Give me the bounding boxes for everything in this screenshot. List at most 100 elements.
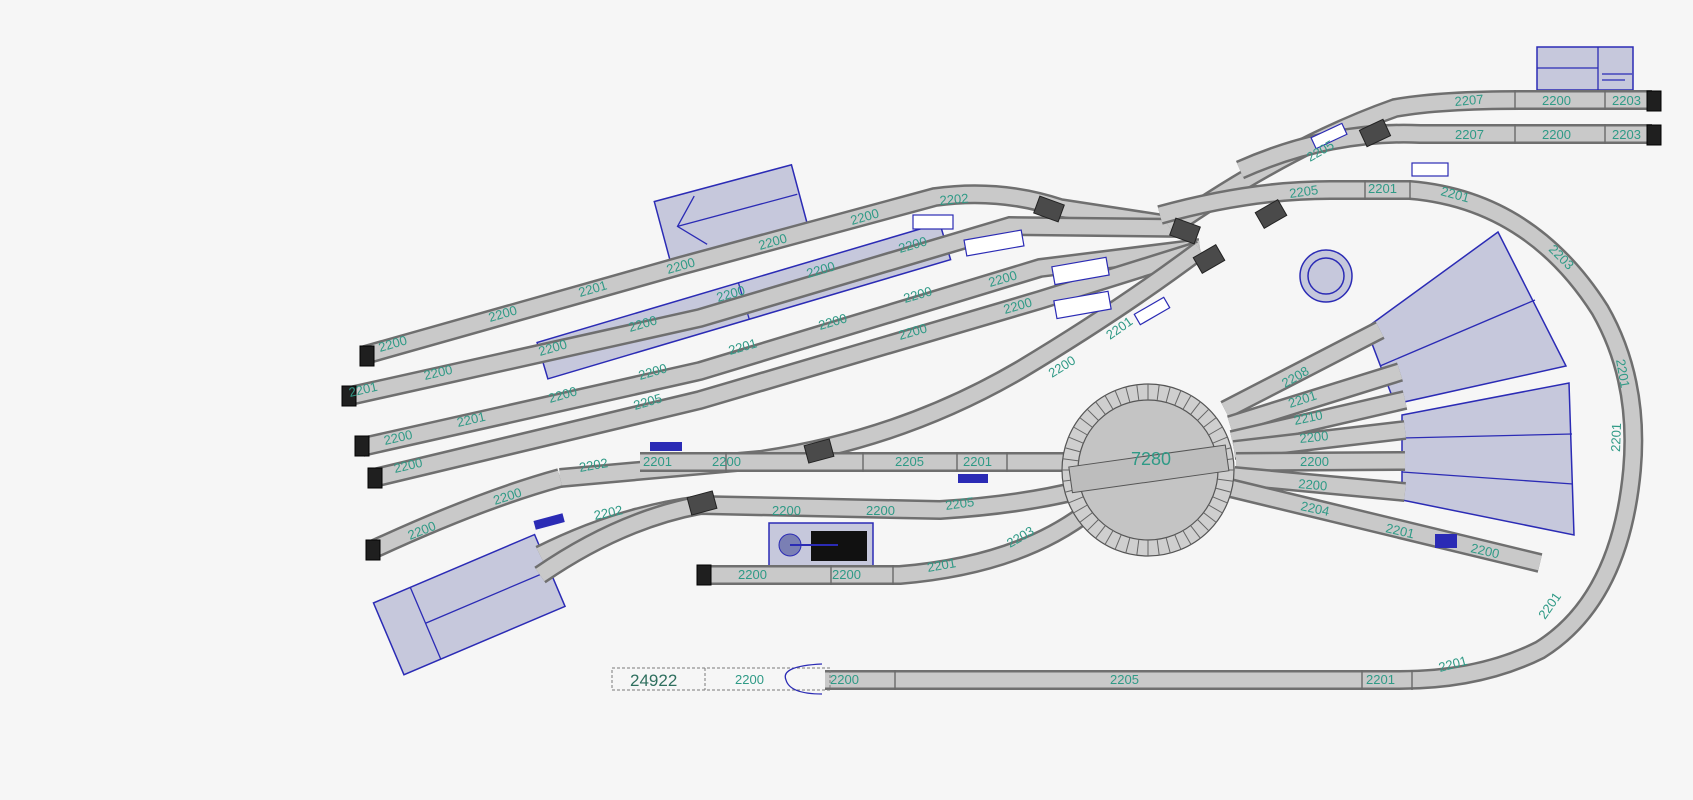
buffer-stop-icon <box>696 564 712 586</box>
buffer-stop-icon <box>1646 90 1662 112</box>
label: 2207 <box>1455 127 1484 142</box>
turntable-tick <box>1114 390 1122 406</box>
label: 2207 <box>1454 92 1484 109</box>
label: 2201 <box>347 379 379 400</box>
turntable-tick <box>1104 530 1114 545</box>
label: 2204 <box>1299 498 1330 519</box>
turnout-motor-icon <box>1254 199 1288 229</box>
turnout-motor-icon <box>803 438 835 464</box>
turntable-tick <box>1182 395 1192 410</box>
label: 2200 <box>1299 428 1329 446</box>
buffer-stop-icon <box>354 435 370 457</box>
turntable-tick <box>1215 487 1232 493</box>
label: 2200 <box>866 503 895 518</box>
turntable-tick <box>1197 519 1210 532</box>
ghost-label: 24922 <box>630 671 677 690</box>
water-tower-icon <box>1299 249 1353 303</box>
buffer-stop-icon <box>1646 124 1662 146</box>
turntable-tick <box>1086 408 1099 421</box>
turntable-tick <box>1079 512 1093 523</box>
label: 2200 <box>1298 476 1328 493</box>
turnout-motor-icon <box>686 490 718 516</box>
label: 2205 <box>895 454 924 469</box>
label: 2201 <box>455 409 487 430</box>
turntable-tick <box>1182 530 1192 545</box>
label: 2201 <box>1535 589 1564 621</box>
label: 2205 <box>1288 182 1319 201</box>
signal-icon <box>1435 534 1457 548</box>
track-upper-right-1[interactable] <box>1164 90 1652 237</box>
turntable-tick <box>1203 512 1217 523</box>
signal-icon <box>1051 256 1110 286</box>
label: 2203 <box>1612 93 1641 108</box>
turntable-tick <box>1073 504 1088 514</box>
track-5[interactable] <box>367 468 563 560</box>
signal-icon <box>1053 290 1112 320</box>
turntable-tick <box>1062 458 1079 462</box>
label: 2200 <box>712 454 741 469</box>
turntable-tick <box>1212 496 1228 504</box>
turntable-tick <box>1203 417 1217 428</box>
label: 2200 <box>1542 93 1571 108</box>
turnout-motor-icon <box>1033 195 1065 223</box>
coaling-station <box>768 522 874 568</box>
signal-icon <box>650 442 682 451</box>
buffer-stop-icon <box>359 345 375 367</box>
label: 2200 <box>406 518 438 543</box>
label: 2205 <box>944 494 975 513</box>
turntable-tick <box>1073 426 1088 436</box>
turnout-motor-icon <box>1358 118 1392 148</box>
turntable-tick <box>1136 384 1140 401</box>
label: 2202 <box>578 455 609 475</box>
buffer-stop-icon <box>341 385 357 407</box>
turntable-tick <box>1190 525 1201 539</box>
track-upper-right-2[interactable] <box>1235 123 1652 180</box>
label: 2203 <box>1612 127 1641 142</box>
turntable-tick <box>1064 447 1081 453</box>
turntable-tick <box>1095 525 1106 539</box>
unplaced-track-piece[interactable]: 24922 2200 <box>611 663 831 695</box>
turntable-tick <box>1208 504 1223 514</box>
label: 2200 <box>1300 454 1329 469</box>
label: 2200 <box>392 455 424 476</box>
turnout-motor-icon <box>1169 217 1201 245</box>
turntable-tick <box>1125 386 1131 403</box>
turntable-tick <box>1165 386 1171 403</box>
label: 2200 <box>830 672 859 687</box>
turntable-tick <box>1156 384 1160 401</box>
turnout-motors <box>686 118 1392 516</box>
label: 2201 <box>926 555 957 575</box>
label: 2201 <box>1613 358 1633 389</box>
track-balloon-loop[interactable] <box>825 180 1644 690</box>
label: 2201 <box>1608 423 1624 452</box>
track-goods[interactable] <box>534 495 702 584</box>
turntable-tick <box>1156 539 1160 556</box>
building-arrow <box>653 163 808 261</box>
buffer-stop-icon <box>365 539 381 561</box>
track-coaling[interactable] <box>700 502 1097 585</box>
signal-icon <box>533 513 565 530</box>
goods-shed <box>372 533 567 676</box>
track-2[interactable] <box>347 215 1191 406</box>
label: 2200 <box>772 503 801 518</box>
turntable-tick <box>1136 539 1140 556</box>
turntable-icon[interactable]: 7280 <box>1061 383 1235 557</box>
label: 2201 <box>963 454 992 469</box>
turntable-tick <box>1095 401 1106 415</box>
turntable-tick <box>1086 519 1099 532</box>
label: 2201 <box>1368 181 1397 196</box>
turntable-stalls[interactable] <box>1220 321 1543 573</box>
track-3[interactable] <box>359 238 1202 457</box>
building-top-right <box>1536 46 1634 91</box>
turntable-tick <box>1174 390 1182 406</box>
label: 2200 <box>382 427 414 448</box>
track-4[interactable] <box>371 240 1203 488</box>
turntable-tick <box>1165 537 1171 554</box>
label: 2201 <box>1366 672 1395 687</box>
label: 2205 <box>1110 672 1139 687</box>
signal-icon <box>1411 162 1449 177</box>
turntable-tick <box>1104 395 1114 410</box>
turntable-tick <box>1217 478 1234 482</box>
turntable-tick <box>1068 436 1084 444</box>
label: 2201 <box>1437 653 1469 675</box>
